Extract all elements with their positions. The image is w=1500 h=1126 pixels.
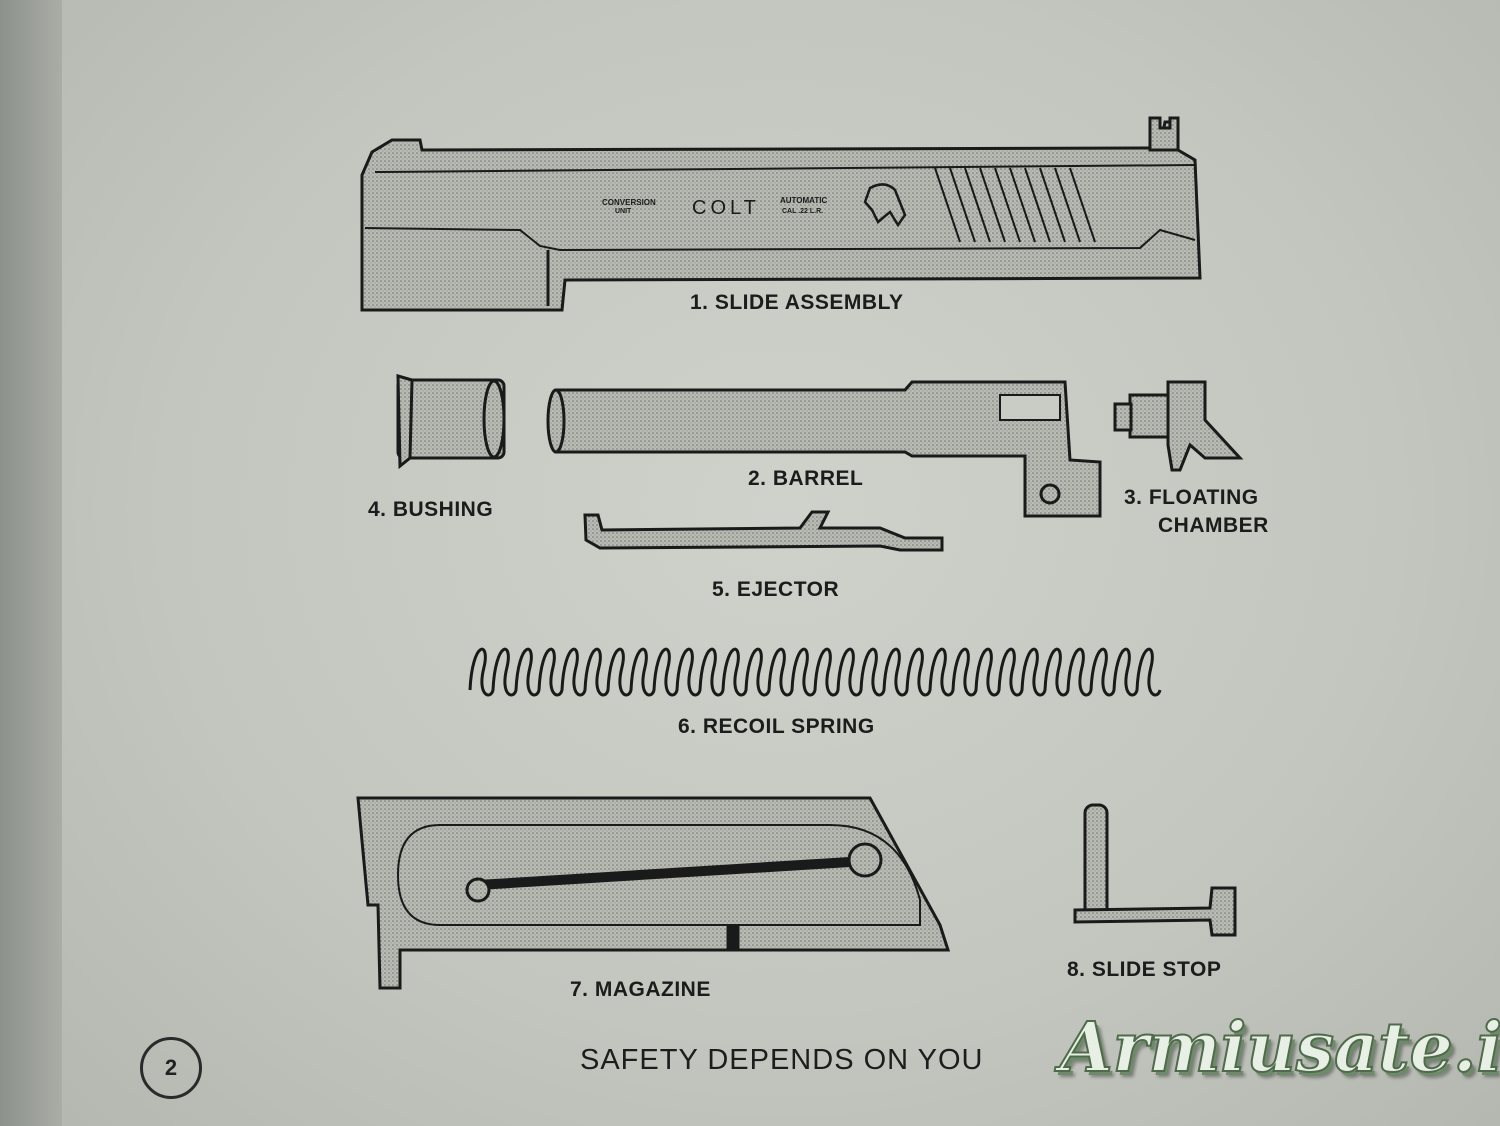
- floating-chamber-drawing: [1113, 380, 1244, 472]
- slide-serrations: [934, 167, 1096, 243]
- barrel-drawing: [546, 380, 1102, 518]
- label-floating-chamber-line2: CHAMBER: [1158, 514, 1269, 537]
- engraving-conversion: CONVERSION: [602, 198, 656, 207]
- ejector-drawing: [583, 510, 944, 552]
- magazine-drawing: [356, 796, 951, 990]
- slide-stop-drawing: [1073, 803, 1237, 937]
- label-magazine: 7. MAGAZINE: [570, 978, 711, 1001]
- page-edge: [0, 0, 62, 1126]
- watermark-logo: Armiusate.it: [1059, 1007, 1500, 1089]
- engraving-caliber: CAL .22 L.R.: [782, 208, 823, 215]
- label-slide-assembly: 1. SLIDE ASSEMBLY: [690, 291, 904, 314]
- label-bushing: 4. BUSHING: [368, 498, 494, 521]
- rampant-colt-logo: [863, 183, 907, 228]
- engraving-colt: COLT: [692, 197, 760, 219]
- engraving-unit: UNIT: [615, 208, 632, 215]
- label-barrel: 2. BARREL: [748, 467, 864, 490]
- label-slide-stop: 8. SLIDE STOP: [1067, 958, 1222, 981]
- bushing-drawing: [396, 373, 506, 470]
- slide-assembly-drawing: [360, 116, 1202, 312]
- label-floating-chamber-line1: 3. FLOATING: [1124, 486, 1259, 509]
- recoil-spring-drawing: [468, 647, 1162, 697]
- label-recoil-spring: 6. RECOIL SPRING: [678, 715, 875, 738]
- engraving-automatic: AUTOMATIC: [780, 196, 827, 205]
- safety-slogan: SAFETY DEPENDS ON YOU: [580, 1044, 984, 1076]
- slide-engraving: CONVERSION UNIT COLT AUTOMATIC CAL .22 L…: [602, 183, 907, 228]
- page-number: 2: [140, 1037, 202, 1099]
- label-ejector: 5. EJECTOR: [712, 578, 840, 601]
